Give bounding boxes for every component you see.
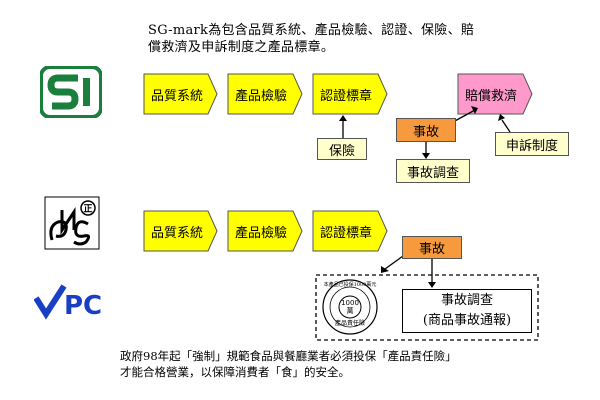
row1-certification-shape [312, 73, 388, 115]
row1-investigation-box: 事故調查 [396, 159, 470, 183]
arrow-complaint-compensation [501, 119, 511, 133]
footer-text: 政府98年起「強制」規範食品與餐廳業者必須投保「產品責任險」 才能合格營業，以保… [120, 348, 580, 380]
row2-investigation-label: 事故調查 [440, 293, 493, 308]
seal-top-text: 本產品已投保1000萬元 [323, 282, 377, 288]
footer-line-2: 才能合格營業，以保障消費者「食」的安全。 [120, 365, 350, 379]
row2-report-label: (商品事故通報) [422, 313, 512, 328]
row2-accident-box: 事故 [402, 236, 462, 259]
row2-quality-label: 品質系統 [150, 225, 203, 241]
row1-quality-label: 品質系統 [150, 88, 203, 104]
arrow-accident-compensation [452, 109, 476, 123]
row2-certification-shape [312, 210, 388, 252]
insurance-seal-icon [322, 279, 378, 335]
row1-compensation-label: 賠償救濟 [464, 88, 517, 104]
row2-investigation-box: 事故調查 (商品事故通報) [402, 289, 532, 333]
seal-amount-number: 1000 [341, 299, 359, 307]
footer-line-1: 政府98年起「強制」規範食品與餐廳業者必須投保「產品責任險」 [120, 349, 457, 363]
cns-mark-logo: 正 [44, 196, 100, 250]
vpc-logo: PC [34, 284, 102, 320]
row1-insurance-box: 保險 [317, 138, 367, 160]
svg-text:PC: PC [64, 291, 102, 320]
seal-bottom-text: 產品責任險 [334, 320, 365, 327]
intro-text: SG-mark為包含品質系統、產品檢驗、認證、保險、賠 償救濟及申訴制度之產品標… [148, 22, 568, 56]
row1-inspection-shape [227, 73, 303, 115]
row2-certification-label: 認證標章 [319, 225, 372, 241]
sg-mark-logo [40, 66, 102, 118]
seal-amount: 1000 萬 [339, 299, 361, 315]
row2-inspection-label: 產品檢驗 [234, 225, 287, 241]
insurance-dashed-box [315, 274, 539, 341]
row1-accident-box: 事故 [396, 118, 456, 142]
row1-quality-shape [143, 73, 218, 115]
row2-quality-shape [143, 210, 218, 252]
arrow-accident-box [384, 255, 404, 270]
intro-line-1: SG-mark為包含品質系統、產品檢驗、認證、保險、賠 [148, 23, 475, 38]
row2-inspection-shape [227, 210, 303, 252]
row1-complaint-box: 申訴制度 [495, 132, 569, 156]
row1-inspection-label: 產品檢驗 [234, 88, 287, 104]
seal-amount-unit: 萬 [346, 307, 354, 315]
intro-line-2: 償救濟及申訴制度之產品標章。 [148, 40, 335, 55]
row1-certification-label: 認證標章 [319, 88, 372, 104]
row1-compensation-shape [457, 73, 533, 115]
svg-text:正: 正 [83, 204, 92, 215]
